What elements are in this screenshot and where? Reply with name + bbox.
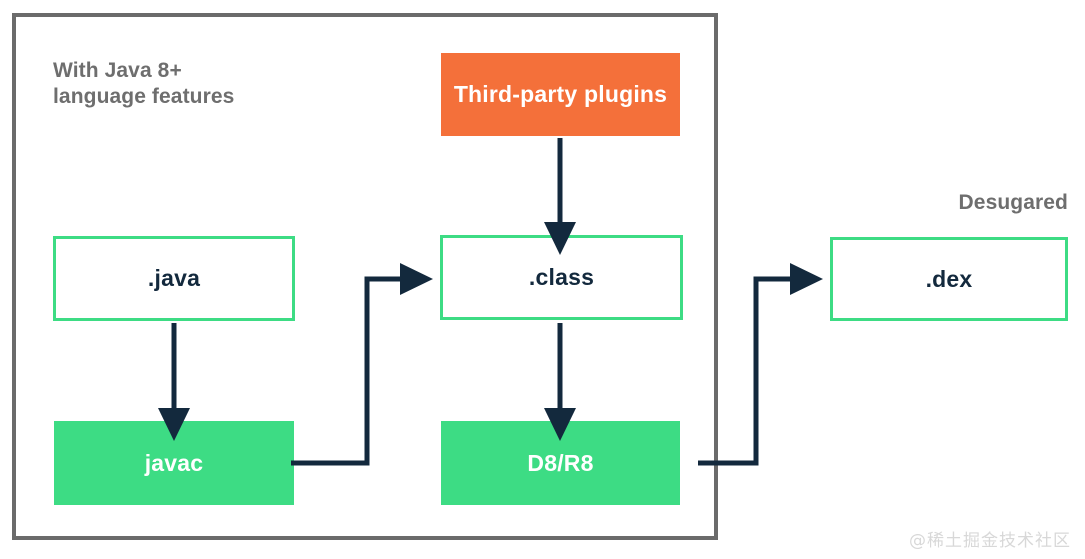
java8-language-features-label: With Java 8+ language features	[53, 59, 235, 108]
node-d8-r8-label: D8/R8	[527, 449, 594, 476]
node-class-file-label: .class	[528, 264, 595, 290]
desugared-label: Desugared	[958, 191, 1068, 214]
node-dex-file[interactable]: .dex	[830, 237, 1068, 321]
node-third-party-plugins-label: Third-party plugins	[453, 81, 668, 107]
node-d8-r8[interactable]: D8/R8	[441, 421, 680, 505]
node-third-party-plugins[interactable]: Third-party plugins	[441, 53, 680, 136]
node-dex-file-label: .dex	[925, 265, 973, 292]
node-javac-label: javac	[144, 449, 204, 476]
node-class-file[interactable]: .class	[440, 235, 683, 320]
node-java-source[interactable]: .java	[53, 236, 295, 321]
node-javac[interactable]: javac	[54, 421, 294, 505]
watermark: @稀土掘金技术社区	[909, 531, 1071, 551]
node-java-source-label: .java	[147, 265, 201, 291]
